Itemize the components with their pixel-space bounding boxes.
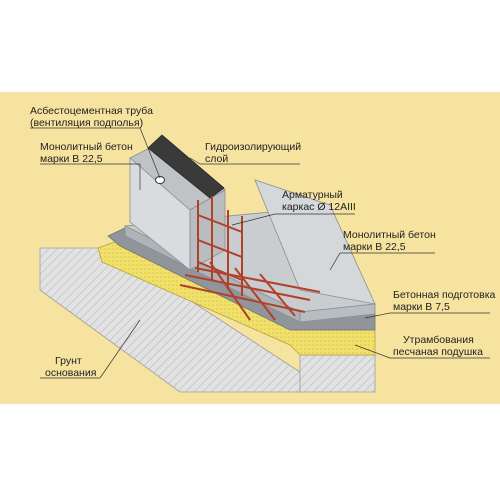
slab-side <box>299 303 376 323</box>
label-pipe: Асбестоцементная труба(вентиляция подпол… <box>30 105 153 129</box>
leader-lines <box>30 127 490 379</box>
soil-right <box>299 354 376 393</box>
waterproofing-layer <box>147 134 225 199</box>
rebar-cage <box>179 196 321 321</box>
vent-pipe <box>155 176 165 184</box>
right-concrete-block <box>254 179 376 305</box>
